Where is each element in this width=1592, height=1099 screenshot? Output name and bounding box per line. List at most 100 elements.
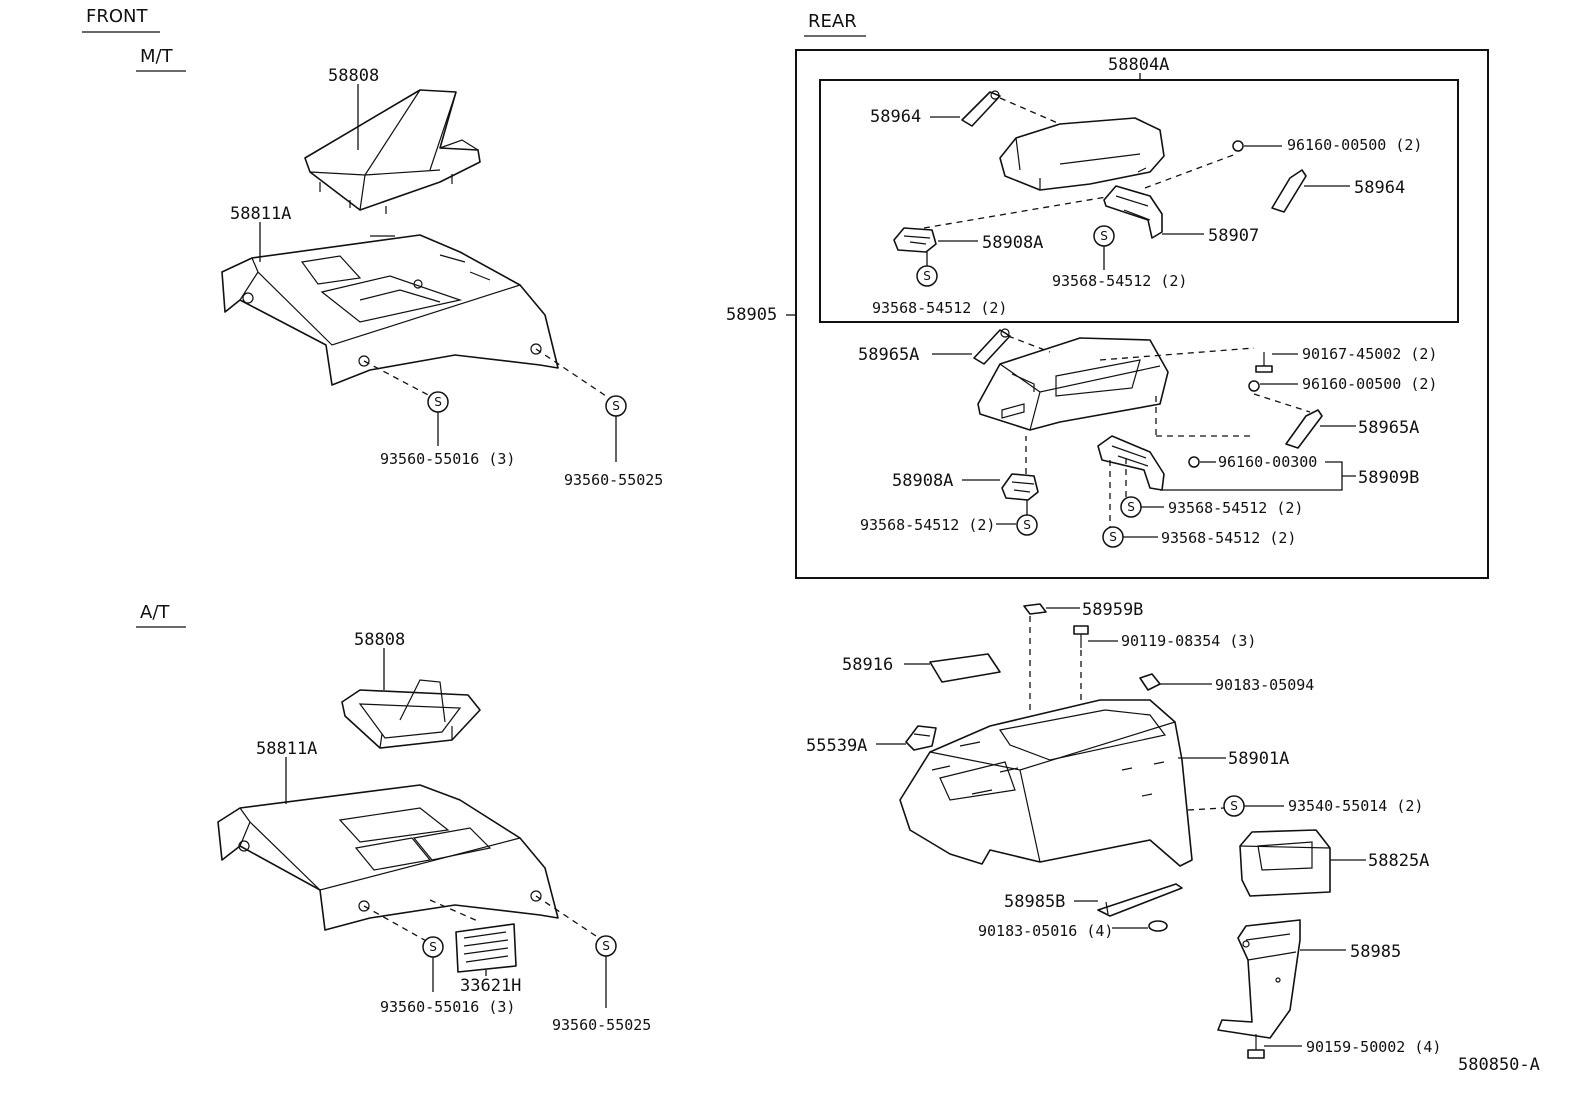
svg-text:S: S [1100,229,1108,243]
label-at-33621h: 33621H [460,976,521,996]
label-r-93568-54512-e: 93568-54512 (2) [1161,529,1296,547]
label-r-90183-05016: 90183-05016 (4) [978,922,1113,940]
rear-clip-90183-05094 [1139,673,1161,691]
label-r-58985b: 58985B [1004,892,1065,912]
rear-screw-symbol-c: S [1016,514,1038,536]
rear-58825a-part [1239,829,1331,897]
rear-screw-symbol-d: S [1120,496,1142,518]
label-r-58985: 58985 [1350,942,1401,962]
label-r-90183-05094: 90183-05094 [1215,676,1314,694]
rear-58964-left-part [961,90,1001,127]
label-r-93540-55014: 93540-55014 (2) [1288,797,1423,815]
rear-58909b-part [1097,435,1165,491]
mt-screw-symbol-right: S [605,395,627,417]
label-r-93568-54512-d: 93568-54512 (2) [1168,499,1303,517]
dash-r-58908a-top [923,195,1113,229]
label-r-58909b: 58909B [1358,468,1419,488]
rear-nut-96160-00500-mid [1248,380,1260,392]
label-r-58908a-top: 58908A [982,233,1043,253]
rear-55539a-part [905,725,937,751]
label-r-93568-54512-b: 93568-54512 (2) [1052,272,1187,290]
label-mt-93560-55016: 93560-55016 (3) [380,450,515,468]
rear-screw-symbol-e: S [1102,526,1124,548]
label-at-58811a: 58811A [256,739,317,759]
leader-r-58909b [1160,461,1356,491]
dash-r-93540 [1187,807,1225,811]
label-r-58965a-right: 58965A [1358,418,1419,438]
svg-text:S: S [1127,500,1135,514]
label-mt-93560-55025: 93560-55025 [564,471,663,489]
dash-r-58965a-left [1007,335,1051,353]
frame-58905 [795,49,1489,579]
label-r-58916: 58916 [842,655,893,675]
label-mt-58811a: 58811A [230,204,291,224]
svg-text:S: S [602,939,610,953]
diagram-id: 580850-A [1458,1055,1540,1075]
mt-shift-cover-part [304,89,481,214]
mt-console-panel-part [221,234,559,386]
label-r-96160-00300: 96160-00300 [1218,453,1317,471]
dash-at-screw-right [535,895,603,941]
dash-mt-screw-left [363,360,433,398]
rear-58965a-left-part [973,328,1011,365]
rear-58907-part [1103,185,1163,239]
section-headers: FRONT M/T A/T REAR [82,6,866,628]
svg-text:S: S [612,399,620,413]
rear-58908a-top-part [893,227,937,253]
rear-console-box-part [977,337,1169,431]
dash-r-58964-left [999,97,1061,125]
rear-bolt-90167-45002 [1255,352,1273,373]
rear-58959b-part [1023,603,1047,615]
rear-58908a-bottom-part [1001,473,1039,501]
at-assembly: 58808 58811A 33621H S [217,630,651,1034]
svg-text:S: S [923,269,931,283]
label-mt-58808: 58808 [328,66,379,86]
rear-header: REAR [808,11,857,32]
dash-r-58964-right [1144,153,1237,189]
svg-text:S: S [434,395,442,409]
label-r-58907: 58907 [1208,226,1259,246]
at-screw-symbol-right: S [595,935,617,957]
rear-58916-part [929,653,1001,683]
front-header: FRONT [86,6,148,27]
label-r-55539a: 55539A [806,736,867,756]
dash-r-bolt [1099,347,1255,361]
at-header: A/T [140,602,170,623]
rear-screw-symbol-b: S [1093,225,1115,247]
dash-at-screw-left [363,905,429,943]
label-r-58965a-left: 58965A [858,345,919,365]
rear-clip-90183-05016 [1148,920,1168,932]
label-r-58964-left: 58964 [870,107,921,127]
svg-text:S: S [429,940,437,954]
label-r-93568-54512-c: 93568-54512 (2) [860,516,995,534]
mt-screw-symbol-left: S [427,391,449,413]
rear-armrest-lid-part [999,117,1165,191]
rear-screw-symbol-a: S [916,265,938,287]
label-r-93568-54512-a: 93568-54512 (2) [872,299,1007,317]
label-r-58964-right: 58964 [1354,178,1405,198]
rear-bolt-90159-50002 [1247,1034,1265,1059]
svg-text:S: S [1230,799,1238,813]
frame-58804a [819,79,1459,323]
label-r-96160-00500-top: 96160-00500 (2) [1287,136,1422,154]
label-at-93560-55016: 93560-55016 (3) [380,998,515,1016]
rear-screw-symbol-93540: S [1223,795,1245,817]
dash-at-plate [429,899,481,923]
rear-nut-96160-00500-top [1232,140,1244,152]
at-shift-bezel-part [341,679,481,749]
label-at-58808: 58808 [354,630,405,650]
svg-text:S: S [1109,530,1117,544]
label-r-58804a: 58804A [1108,55,1169,75]
label-r-58825a: 58825A [1368,851,1429,871]
label-r-96160-00500-mid: 96160-00500 (2) [1302,375,1437,393]
label-r-58905: 58905 [726,305,777,325]
label-r-90119-08354: 90119-08354 (3) [1121,632,1256,650]
at-screw-symbol-left: S [422,936,444,958]
at-console-panel-part [217,784,559,931]
label-r-90167-45002: 90167-45002 (2) [1302,345,1437,363]
label-r-90159-50002: 90159-50002 (4) [1306,1038,1441,1056]
svg-text:S: S [1023,518,1031,532]
mt-assembly: 58808 58811A S 93560-55016 (3) S [221,66,663,489]
label-at-93560-55025: 93560-55025 [552,1016,651,1034]
